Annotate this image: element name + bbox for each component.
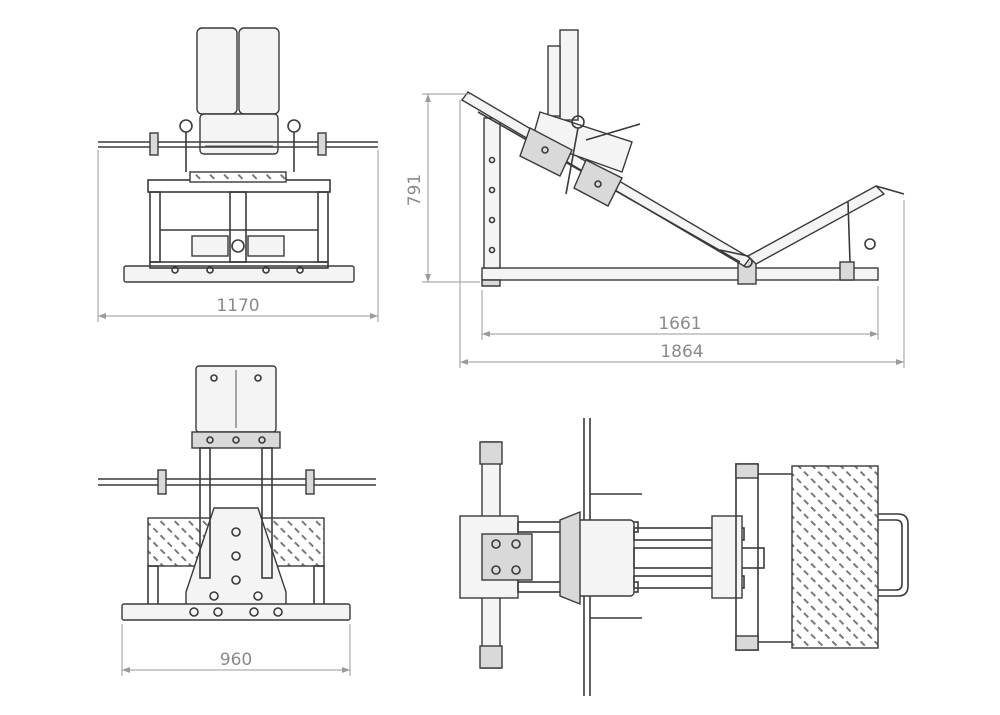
- side-base-dimension: 1661: [481, 286, 879, 340]
- rear-view: [98, 365, 376, 621]
- side-total-dimension: 1864: [459, 100, 905, 368]
- top-view: [459, 418, 909, 696]
- side-base-label: 1661: [658, 314, 701, 334]
- side-height-dimension: 791: [405, 93, 480, 283]
- side-total-label: 1864: [660, 342, 703, 362]
- front-view: [98, 27, 378, 283]
- side-view: [460, 29, 905, 287]
- front-width-dimension: 1170: [97, 150, 379, 322]
- rear-width-label: 960: [220, 650, 252, 670]
- side-height-label: 791: [405, 174, 425, 206]
- front-width-label: 1170: [216, 296, 259, 316]
- rear-width-dimension: 960: [121, 624, 351, 676]
